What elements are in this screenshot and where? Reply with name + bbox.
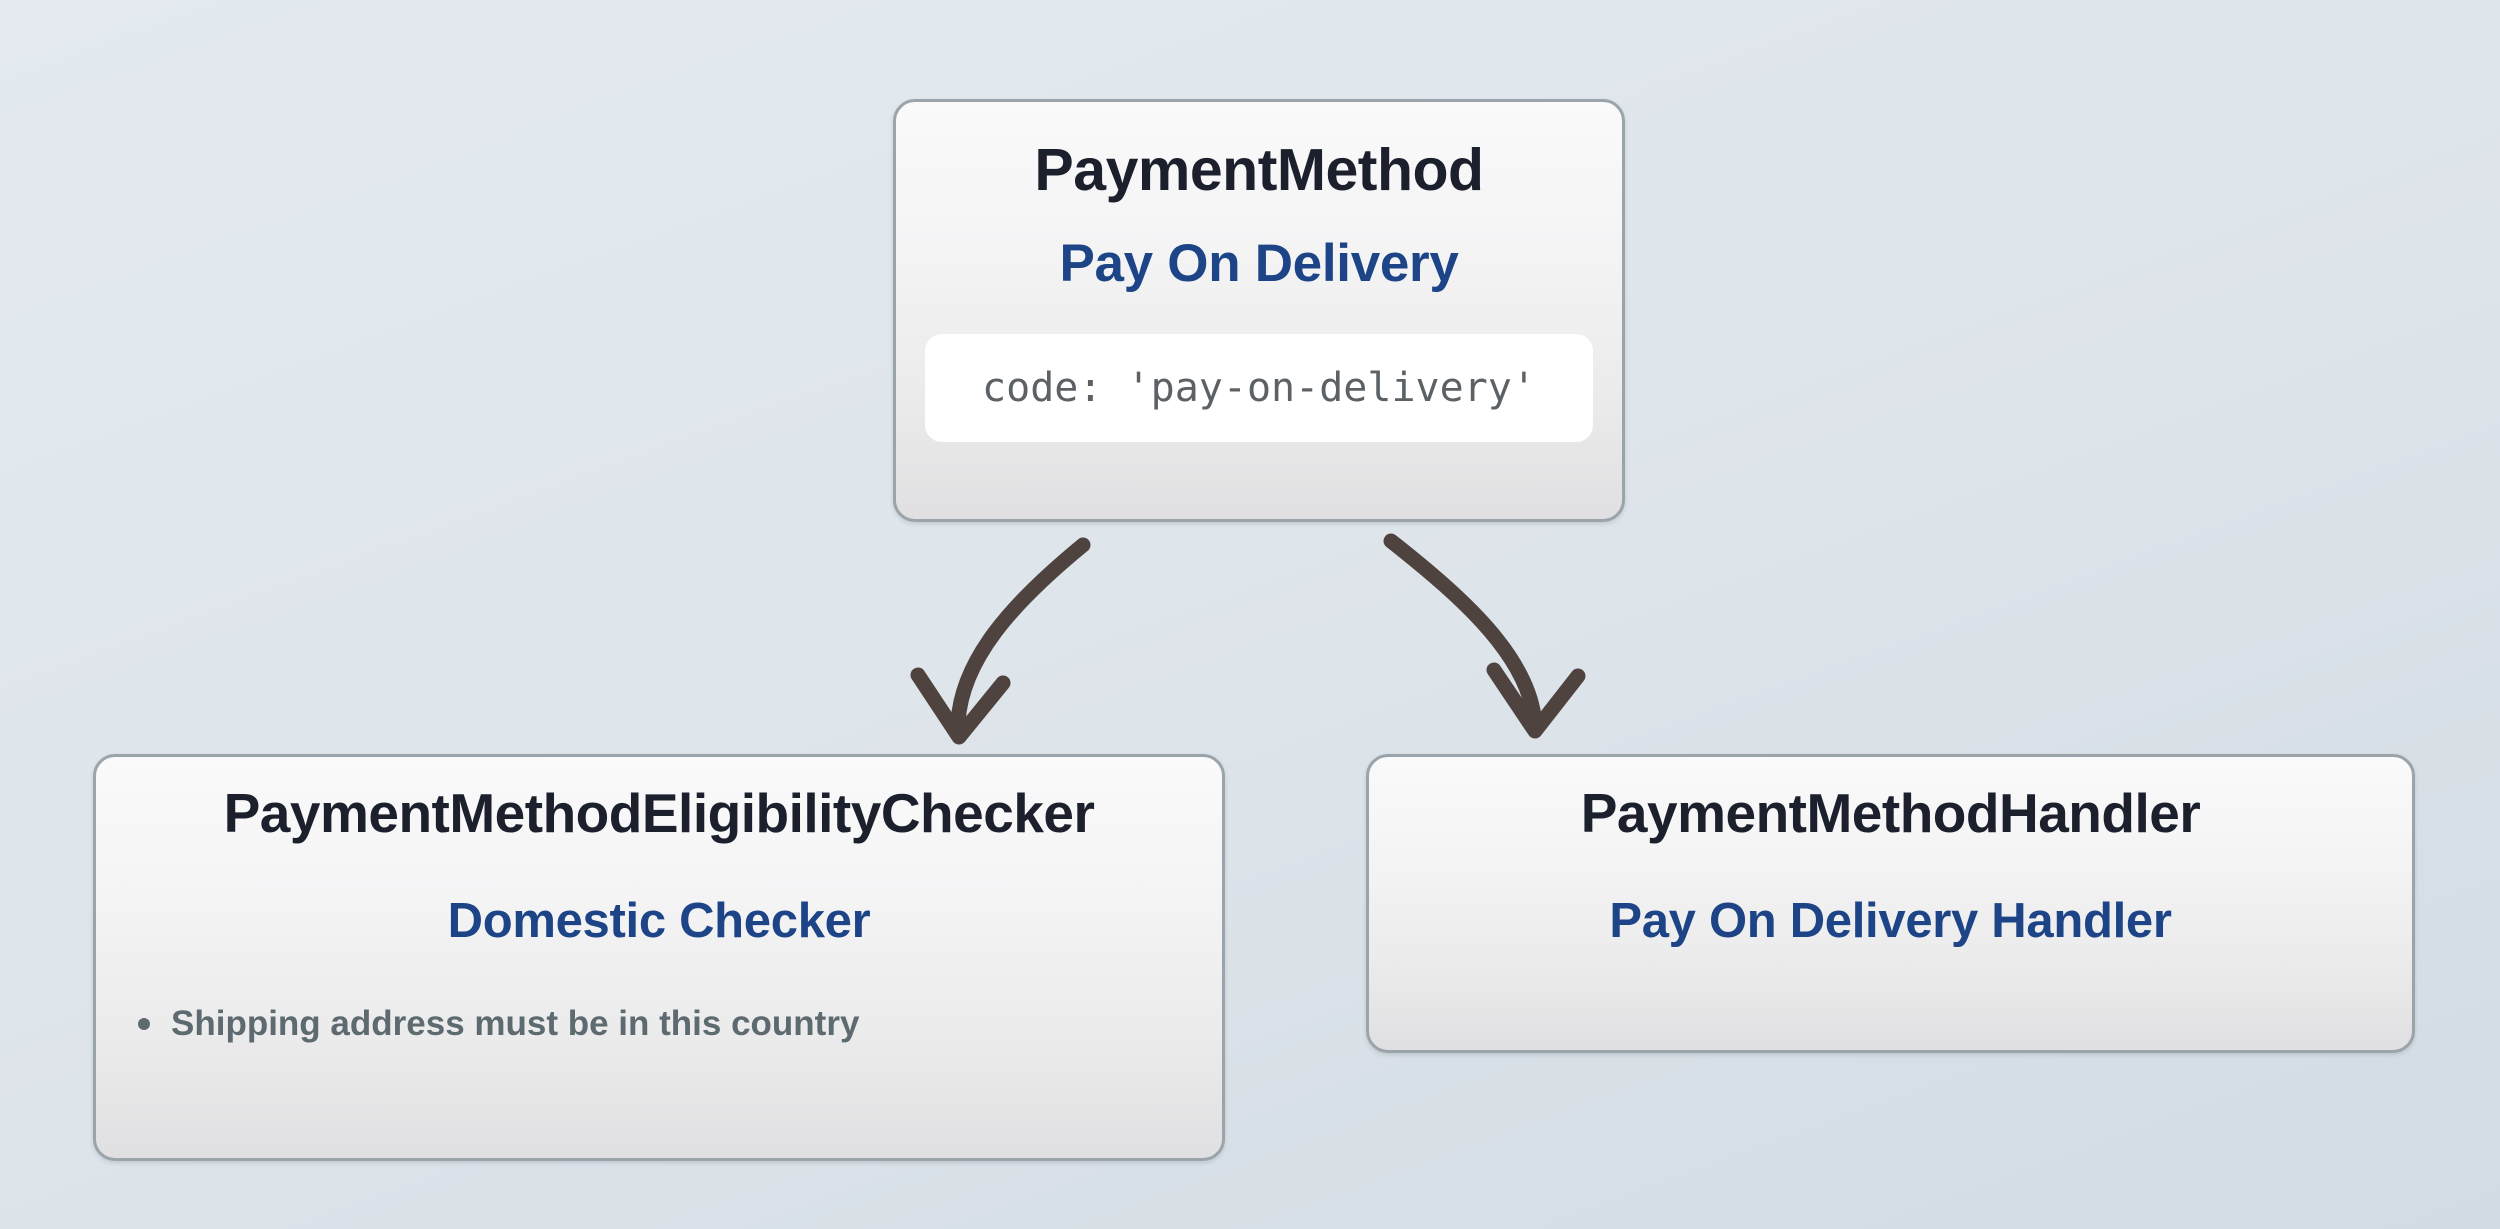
node-payment-method[interactable]: PaymentMethod Pay On Delivery code: 'pay… <box>893 99 1625 522</box>
node-payment-method-type: PaymentMethod <box>1034 137 1484 203</box>
arrowhead-root-to-eligibility-checker <box>910 667 1011 745</box>
node-payment-method-handler[interactable]: PaymentMethodHandler Pay On Delivery Han… <box>1366 754 2415 1053</box>
node-payment-method-name: Pay On Delivery <box>1059 233 1459 293</box>
code-snippet-box: code: 'pay-on-delivery' <box>925 333 1593 442</box>
arrow-root-to-payment-handler <box>1383 533 1542 724</box>
node-eligibility-checker-type: PaymentMethodEligibilityChecker <box>223 782 1095 844</box>
node-payment-handler-name: Pay On Delivery Handler <box>1609 893 2172 948</box>
bullet-dot-icon <box>138 1018 150 1031</box>
arrowhead-root-to-payment-handler <box>1486 662 1586 739</box>
node-payment-method-eligibility-checker[interactable]: PaymentMethodEligibilityChecker Domestic… <box>93 754 1225 1161</box>
code-snippet-text: code: 'pay-on-delivery' <box>982 364 1536 411</box>
arrow-root-to-eligibility-checker <box>950 537 1091 730</box>
node-payment-handler-type: PaymentMethodHandler <box>1580 782 2201 844</box>
eligibility-criteria-text: Shipping address must be in this country <box>171 1004 860 1044</box>
node-eligibility-checker-name: Domestic Checker <box>447 893 871 948</box>
list-item: Shipping address must be in this country <box>138 1004 859 1044</box>
eligibility-criteria-list: Shipping address must be in this country <box>138 1004 859 1044</box>
